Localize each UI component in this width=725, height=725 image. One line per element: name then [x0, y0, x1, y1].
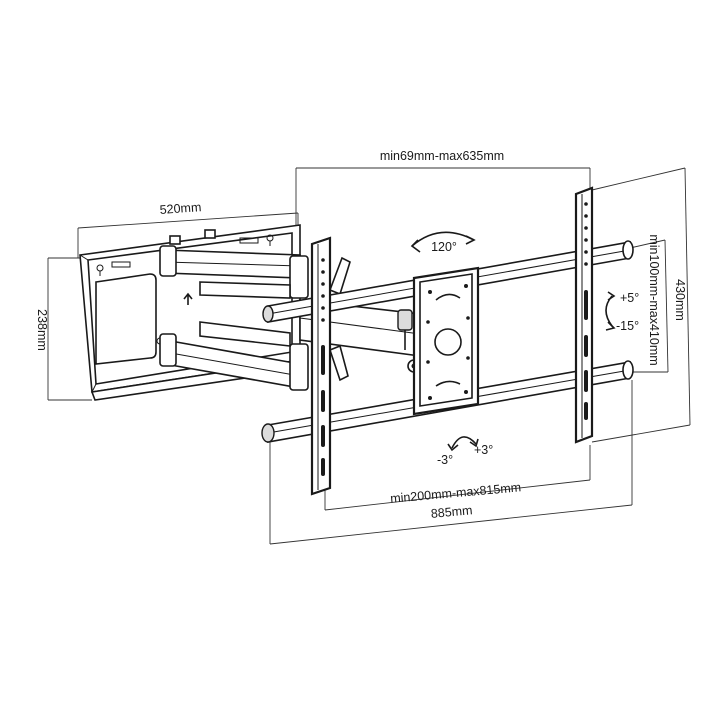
level-arrow-icon	[451, 436, 477, 449]
level-pos-label: +3°	[474, 443, 493, 457]
dimension-lines	[47, 167, 691, 545]
plate-height-label: 238mm	[35, 309, 49, 351]
depth-label: 520mm	[159, 200, 202, 217]
tilt-arrow-icon	[605, 295, 613, 327]
extension-label: min69mm-max635mm	[380, 149, 504, 163]
plate-cutout	[95, 273, 157, 365]
level-neg-label: -3°	[437, 453, 453, 467]
tilt-down-label: -15°	[616, 319, 639, 333]
rotation-label: 120°	[431, 240, 457, 254]
total-height-label: 430mm	[673, 279, 687, 321]
tilt-up-label: +5°	[620, 291, 639, 305]
vesa-vertical-label: min100mm-max410mm	[647, 234, 661, 365]
right-vertical-bracket	[574, 186, 594, 444]
total-width-label: 885mm	[430, 503, 473, 521]
left-vertical-bracket	[310, 236, 332, 496]
center-pivot-plate	[412, 266, 480, 416]
up-arrow-icon	[183, 292, 193, 305]
motion-indicators	[410, 231, 616, 452]
vesa-horizontal-label: min200mm-max815mm	[390, 480, 522, 505]
